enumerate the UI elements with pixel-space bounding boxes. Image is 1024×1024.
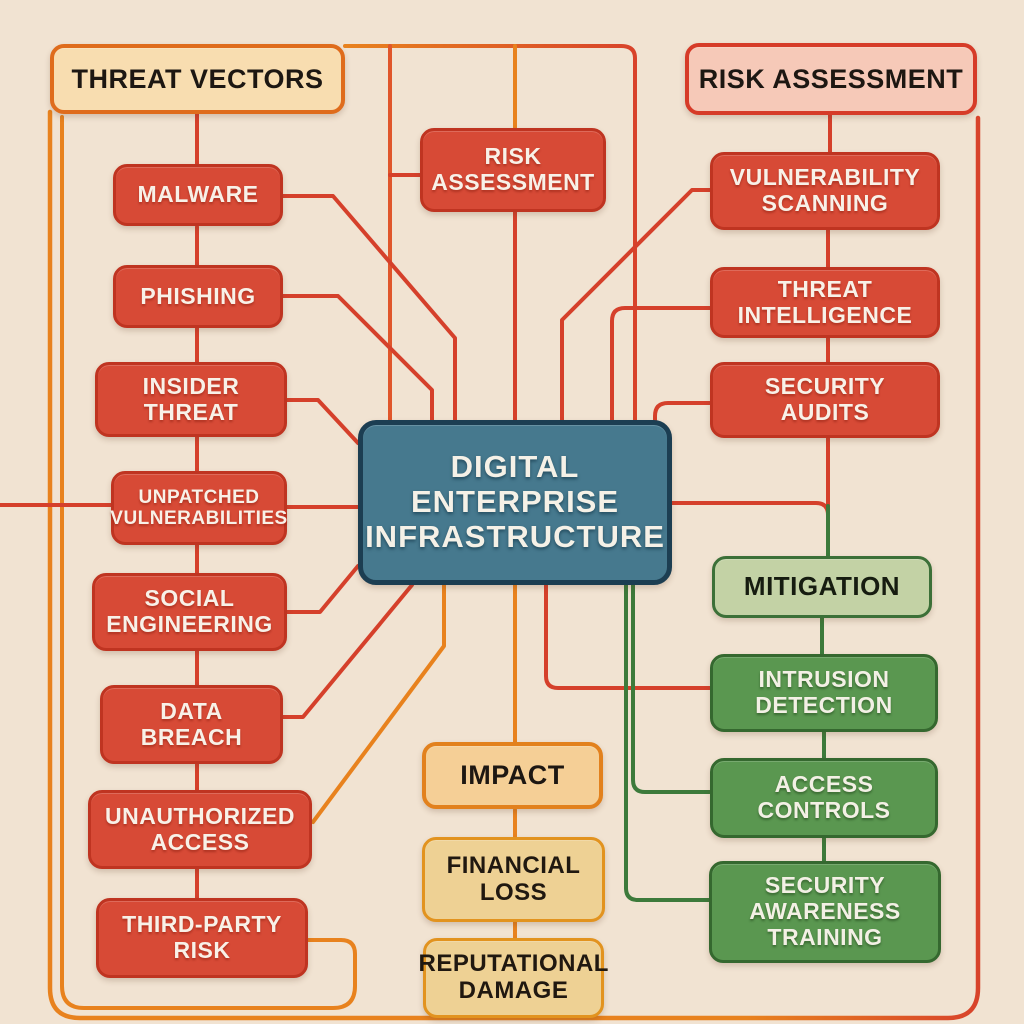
- node-unauthorized-access: UNAUTHORIZED ACCESS: [88, 790, 312, 869]
- node-third-party-risk: THIRD-PARTY RISK: [96, 898, 308, 978]
- connector-center-training: [624, 583, 712, 902]
- connector-top-frame: [343, 44, 637, 422]
- node-social-engineering: SOCIAL ENGINEERING: [92, 573, 287, 651]
- group-header-threat-vectors: THREAT VECTORS: [50, 44, 345, 114]
- connector-social-center: [285, 564, 360, 614]
- connector-center-intrusion: [544, 583, 712, 690]
- connector-threatintel-center: [610, 306, 712, 422]
- group-header-risk-assessment: RISK ASSESSMENT: [685, 43, 977, 115]
- group-header-impact: IMPACT: [422, 742, 603, 809]
- connector-outer-loop: [47, 109, 981, 1021]
- connector-center-access: [631, 583, 712, 794]
- node-phishing: PHISHING: [113, 265, 283, 328]
- node-unpatched-vulnerabilities: UNPATCHED VULNERABILITIES: [110, 471, 287, 545]
- node-reputational-damage: REPUTATIONAL DAMAGE: [419, 938, 608, 1018]
- connector-assessment-chain: [826, 113, 832, 364]
- node-financial-loss: FINANCIAL LOSS: [422, 837, 605, 922]
- node-intrusion-detection: INTRUSION DETECTION: [710, 654, 938, 732]
- connector-unauthorized-access: [311, 583, 446, 824]
- connector-phishing-center: [281, 294, 434, 422]
- node-vulnerability-scanning: VULNERABILITY SCANNING: [710, 152, 940, 230]
- node-security-audits: SECURITY AUDITS: [710, 362, 940, 438]
- node-malware: MALWARE: [113, 164, 283, 226]
- connector-vulnscan-center: [560, 188, 712, 422]
- node-risk-assessment-mid: RISK ASSESSMENT: [420, 128, 606, 212]
- connector-unpatched-center: [0, 503, 360, 509]
- connector-databreach-center: [281, 583, 414, 719]
- node-data-breach: DATA BREACH: [100, 685, 283, 764]
- center-node-digital-enterprise-infrastructure: DIGITAL ENTERPRISE INFRASTRUCTURE: [358, 420, 672, 585]
- connector-audits-center: [653, 401, 712, 422]
- connector-insider-center: [285, 398, 360, 445]
- connector-malware-center: [281, 194, 457, 422]
- connector-mitigation-chain: [820, 616, 826, 863]
- connector-center-right: [670, 436, 830, 517]
- connector-risk-mid-spine: [388, 173, 517, 422]
- group-header-mitigation: MITIGATION: [712, 556, 932, 618]
- node-access-controls: ACCESS CONTROLS: [710, 758, 938, 838]
- node-threat-intelligence: THREAT INTELLIGENCE: [710, 267, 940, 338]
- node-security-awareness-training: SECURITY AWARENESS TRAINING: [709, 861, 941, 963]
- node-insider-threat: INSIDER THREAT: [95, 362, 287, 437]
- connector-inner-left-loop: [60, 115, 357, 1010]
